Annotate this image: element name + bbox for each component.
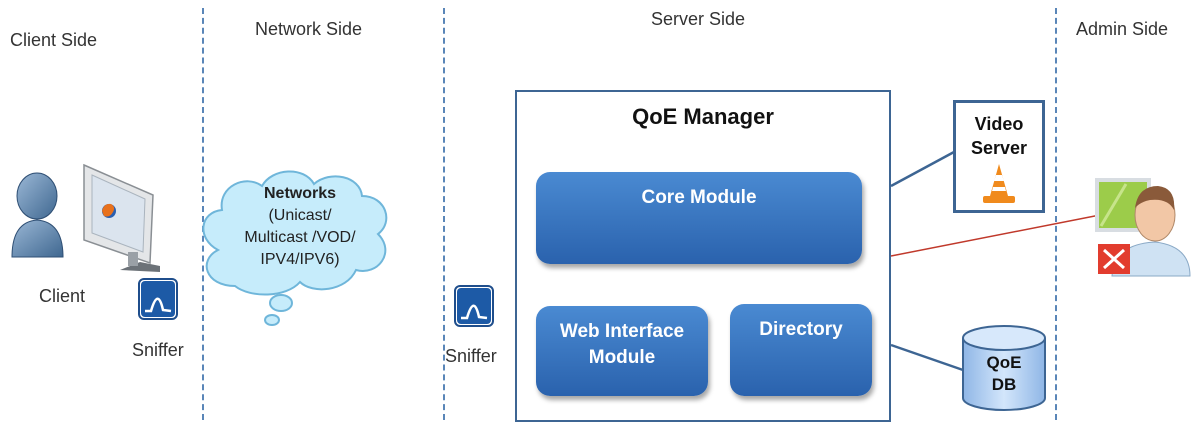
- network-side-label: Network Side: [255, 19, 363, 39]
- core-module-label: Core Module: [641, 187, 757, 208]
- web-interface-line-1: Web Interface: [559, 321, 685, 342]
- qoe-db-line-1: QoE: [986, 353, 1022, 372]
- client-network-divider: [202, 8, 204, 420]
- admin-side-label: Admin Side: [1076, 19, 1169, 39]
- db-connector: [890, 343, 964, 372]
- networks-line-1: (Unicast/: [268, 207, 332, 224]
- video-server-line-1: Video: [974, 114, 1024, 134]
- server-sniffer-label: Sniffer: [445, 346, 497, 366]
- networks-line-3: IPV4/IPV6): [260, 251, 340, 268]
- web-interface-module-box: Web Interface Module: [536, 306, 708, 396]
- client-label: Client: [39, 286, 86, 306]
- client-sniffer-label: Sniffer: [132, 340, 184, 360]
- qoe-db-label: QoE DB: [963, 352, 1045, 396]
- video-server-connector: [890, 150, 955, 188]
- network-cloud-label: Networks (Unicast/ Multicast /VOD/ IPV4/…: [232, 183, 368, 271]
- client-side-label: Client Side: [10, 30, 98, 50]
- server-admin-divider: [1055, 8, 1057, 420]
- qoe-db-line-2: DB: [991, 375, 1017, 394]
- core-module-box: Core Module: [536, 172, 862, 264]
- networks-title: Networks: [263, 185, 337, 202]
- network-server-divider: [443, 8, 445, 420]
- admin-connector: [890, 213, 1106, 257]
- server-side-label: Server Side: [651, 9, 746, 29]
- directory-label: Directory: [759, 319, 843, 340]
- qoe-manager-title: QoE Manager: [632, 104, 774, 129]
- web-interface-line-2: Module: [588, 347, 656, 368]
- video-server-line-2: Server: [970, 138, 1028, 158]
- networks-line-2: Multicast /VOD/: [244, 229, 356, 246]
- directory-box: Directory: [730, 304, 872, 396]
